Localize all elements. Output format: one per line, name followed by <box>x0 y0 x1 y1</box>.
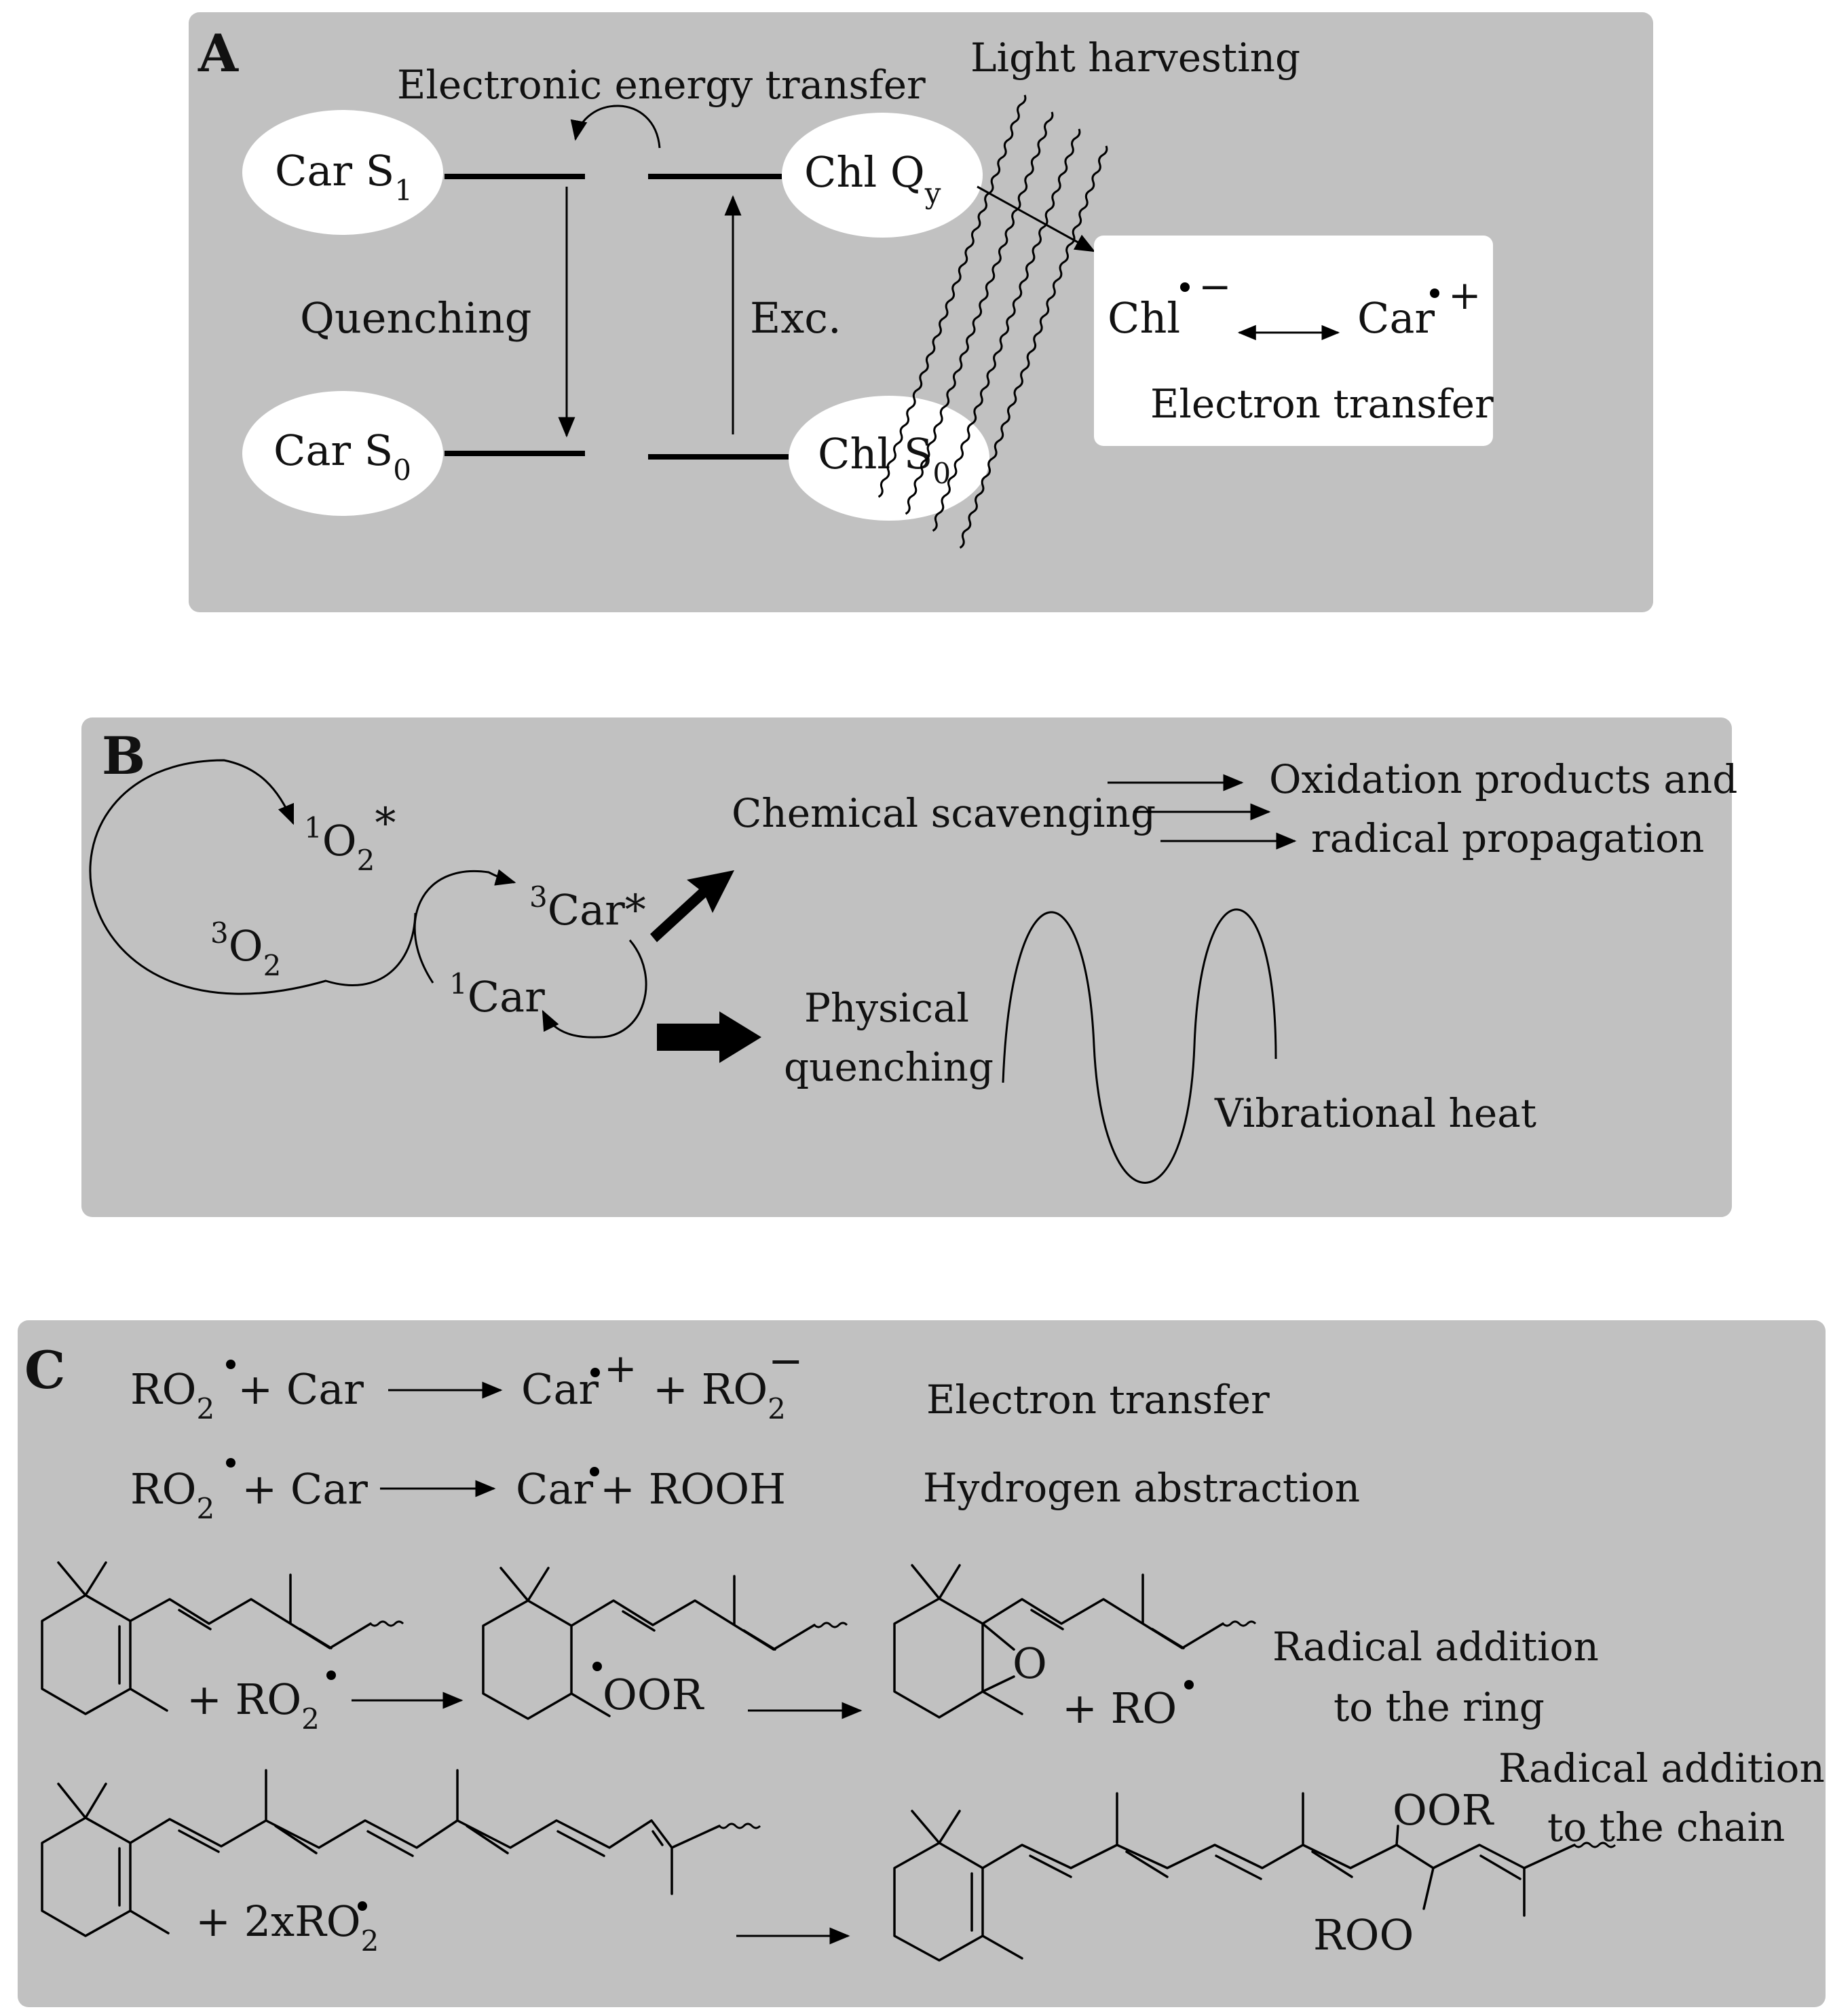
r3-ro2-dot <box>326 1670 336 1680</box>
panel-c: C RO2+ Car Car + + RO2− Electron transfe… <box>18 1320 1826 2007</box>
chl-qy-label: Chl Qy <box>804 147 941 210</box>
r4-label-2: to the chain <box>1547 1804 1785 1850</box>
eq1-right-charge: + <box>604 1345 637 1392</box>
car-charge: + <box>1448 272 1481 318</box>
chain-product-squiggle <box>1573 1842 1617 1848</box>
singlet-o2: 1O2* <box>304 798 396 877</box>
chain-product-structure <box>893 1792 1576 1962</box>
r4-plus-ro2: + 2xRO2 <box>195 1897 379 1958</box>
ring-intermediate-structure <box>482 1567 816 1720</box>
eq1-left: RO2+ Car <box>130 1364 364 1425</box>
chl-radical-label: Chl <box>1108 293 1180 343</box>
vibrational-heat-label: Vibrational heat <box>1214 1090 1536 1136</box>
triplet-car: 3Car* <box>529 880 646 935</box>
r3-oor: OOR <box>603 1670 705 1719</box>
chain-reactant-squiggle <box>718 1823 761 1829</box>
panel-b: B 1O2* 3O2 3Car* 1Car Chemical scavengin… <box>81 717 1737 1217</box>
car-s0-ellipse <box>242 391 443 516</box>
electron-transfer-label: Electron transfer <box>1150 381 1494 427</box>
r4-roo: ROO <box>1313 1910 1414 1960</box>
oxidation-label-2: radical propagation <box>1311 815 1704 861</box>
chl-qy-ellipse <box>782 113 983 238</box>
eq1-right-dot <box>590 1368 600 1377</box>
eq1-product: + RO2− <box>653 1336 804 1425</box>
eq2-left: RO2+ Car <box>130 1464 368 1525</box>
eq2-label: Hydrogen abstraction <box>923 1465 1360 1511</box>
epoxide-squiggle <box>1222 1620 1257 1627</box>
r3-plus-ro2: + RO2 <box>187 1675 320 1736</box>
car-radical-label: Car <box>1357 293 1435 343</box>
r3-epoxide-o: O <box>1013 1639 1047 1688</box>
car-s0-label: Car S0 <box>273 426 411 487</box>
chl-charge: − <box>1198 263 1232 310</box>
scavenging-block-arrow <box>650 870 734 942</box>
light-harvesting-label: Light harvesting <box>970 35 1300 81</box>
panel-a: A Electronic energy transfer Light harve… <box>189 12 1653 612</box>
r3-label-1: Radical addition <box>1272 1624 1599 1670</box>
r4-ro2-dot <box>358 1901 367 1911</box>
chl-s0-ellipse <box>789 396 989 521</box>
chemical-scavenging-label: Chemical scavenging <box>732 790 1156 836</box>
ring-reactant-squiggle <box>369 1620 404 1627</box>
eq1-left-dot <box>226 1360 235 1369</box>
quenching-block-arrow <box>657 1011 761 1063</box>
car-radical-dot <box>1430 288 1439 298</box>
car-cycle-arrow <box>413 869 516 984</box>
car-s1-label: Car S1 <box>275 146 413 207</box>
triplet-o2: 3O2 <box>210 916 281 982</box>
epoxide-product-structure <box>893 1564 1224 1719</box>
panel-c-letter: C <box>24 1340 66 1400</box>
electron-transfer-box <box>1094 236 1493 446</box>
chain-reactant-structure <box>41 1769 721 1937</box>
panel-b-letter: B <box>102 726 145 786</box>
r4-label-1: Radical addition <box>1498 1745 1825 1791</box>
r4-oor: OOR <box>1393 1785 1495 1835</box>
panel-a-letter: A <box>197 23 239 83</box>
eq2-left-dot <box>226 1458 235 1468</box>
singlet-car: 1Car <box>449 967 545 1022</box>
chl-s0-label: Chl S0 <box>818 429 951 490</box>
oxidation-label-1: Oxidation products and <box>1269 756 1737 802</box>
to-et-arrow <box>977 185 1096 253</box>
exc-label: Exc. <box>750 293 842 343</box>
eq1-label: Electron transfer <box>926 1377 1270 1423</box>
eq1-right: Car <box>521 1364 599 1414</box>
vibration-wave <box>1002 908 1277 1184</box>
car-s1-ellipse <box>242 110 443 235</box>
intermediate-radical-dot <box>592 1662 602 1671</box>
eet-arrow <box>570 105 661 149</box>
quenching-label-b: quenching <box>784 1044 994 1090</box>
eq2-right-dot <box>590 1467 599 1476</box>
eq2-right: Car+ ROOH <box>516 1464 786 1514</box>
r3-label-2: to the ring <box>1334 1684 1545 1730</box>
eet-label: Electronic energy transfer <box>397 62 926 108</box>
car-return-arrow <box>542 939 647 1039</box>
intermediate-squiggle <box>813 1622 848 1628</box>
o2-cycle-arrow <box>89 759 417 995</box>
chl-radical-dot <box>1180 282 1190 292</box>
r3-ro-dot <box>1184 1680 1194 1690</box>
quenching-label: Quenching <box>300 293 531 343</box>
physical-label: Physical <box>804 985 969 1031</box>
r3-ro: + RO <box>1062 1683 1177 1733</box>
ring-reactant-structure <box>41 1561 372 1715</box>
